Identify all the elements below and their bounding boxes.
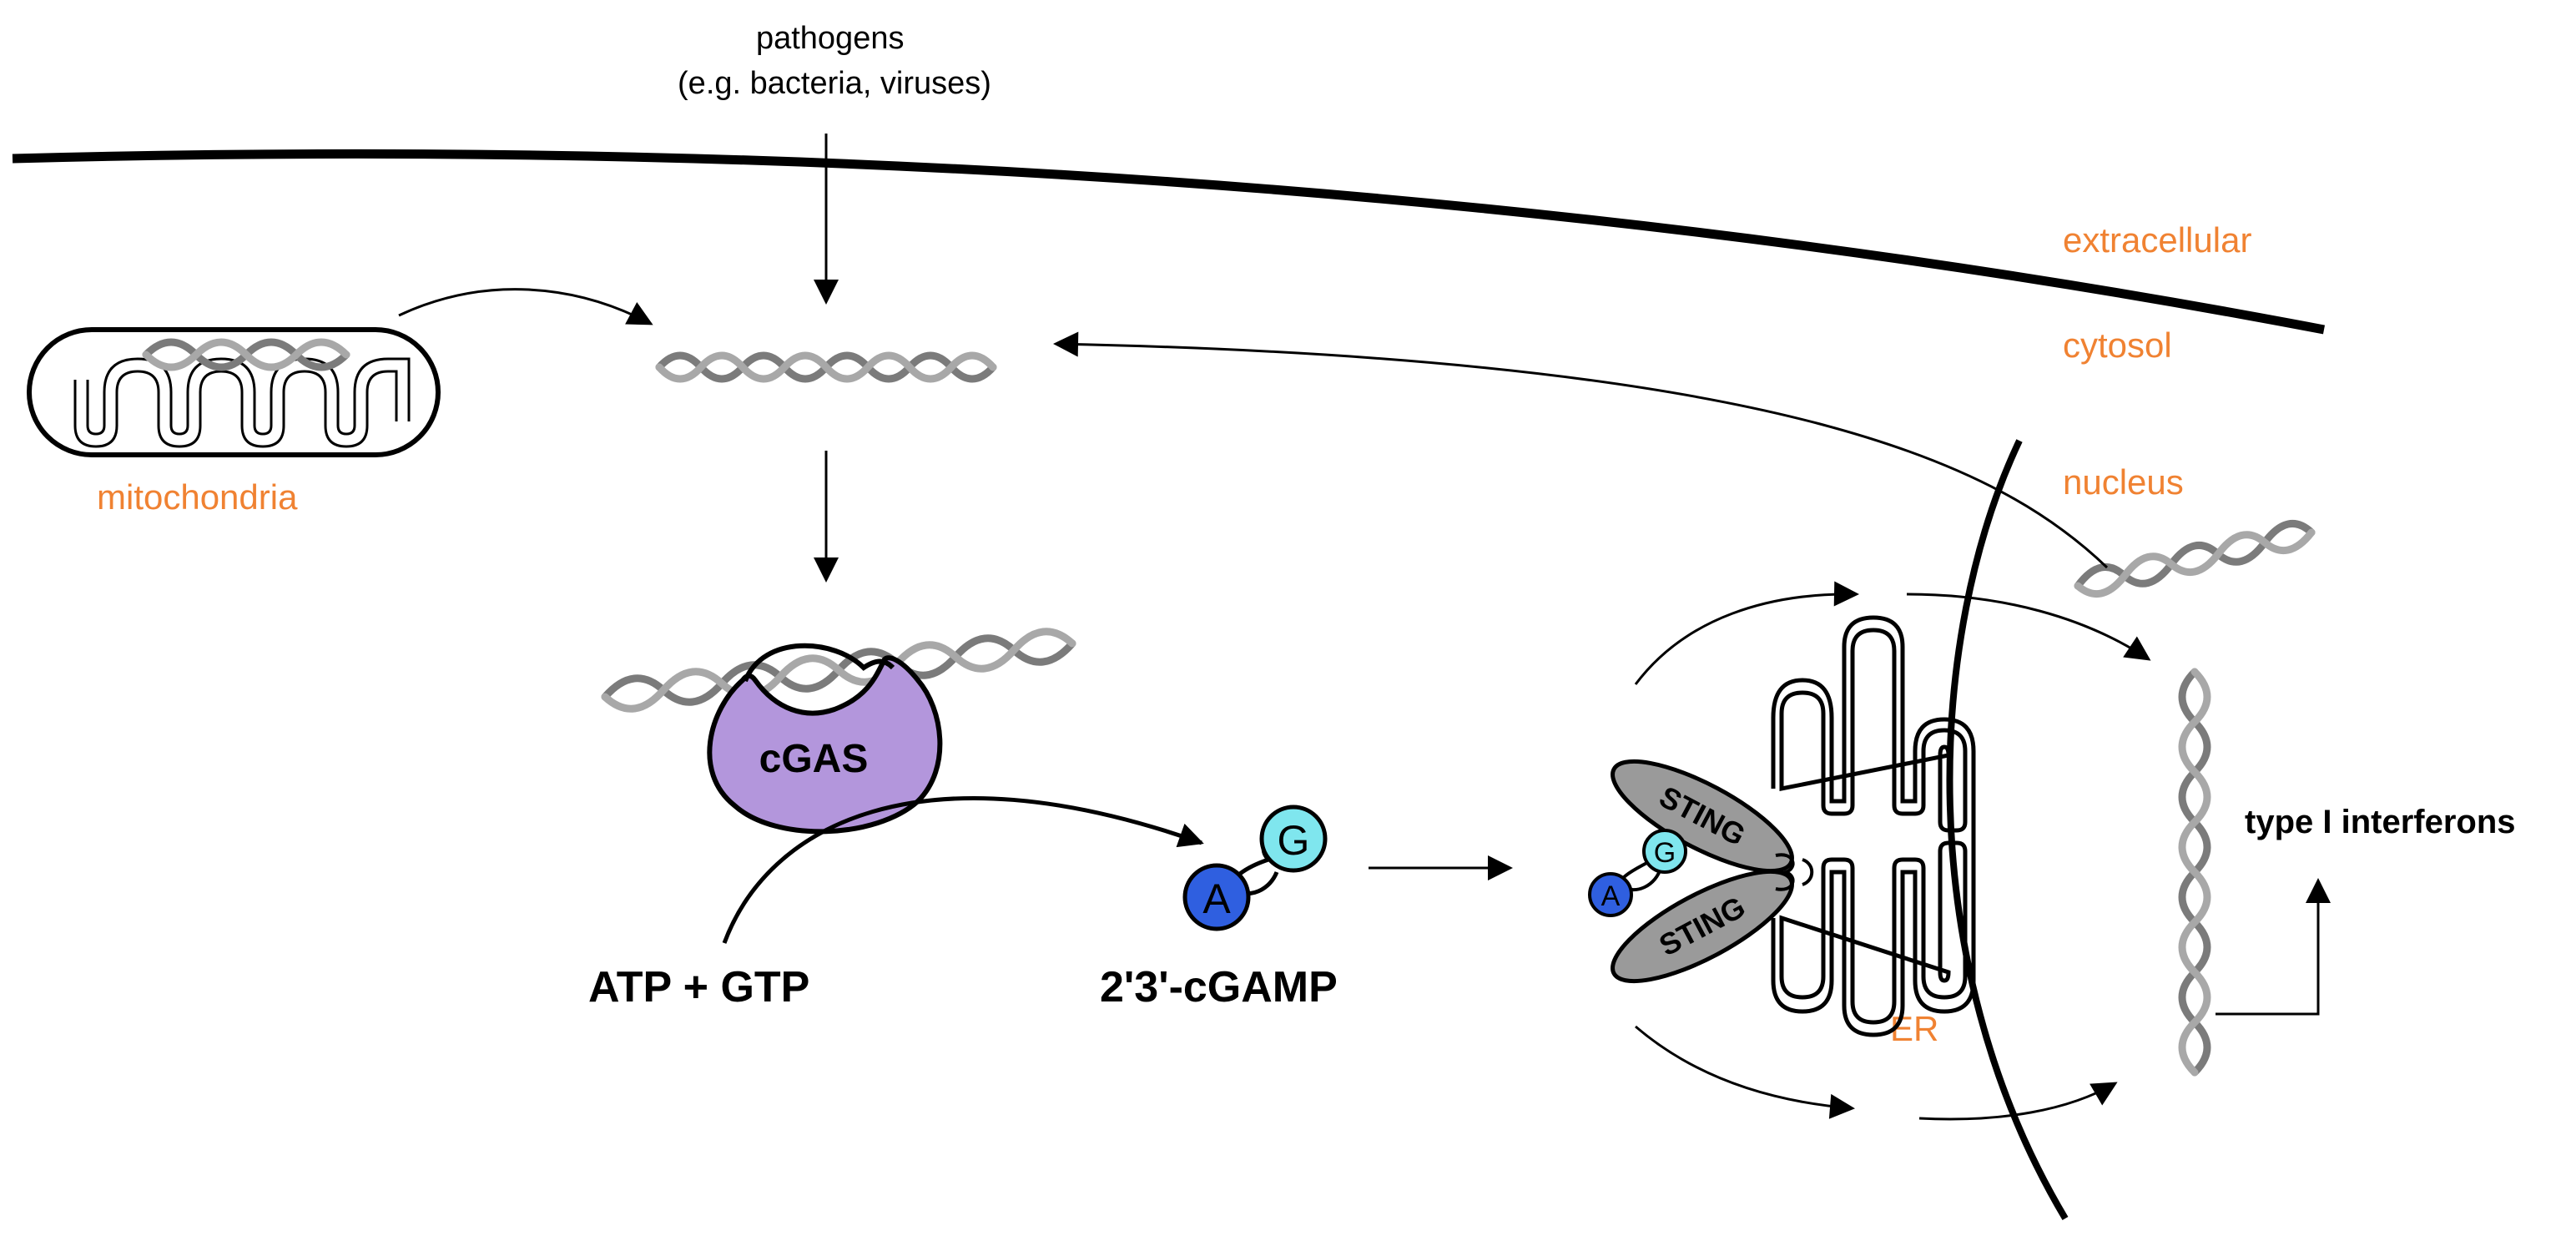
arrow-atp-to-cgamp: [722, 796, 1204, 944]
cgamp-label: 2'3'-cGAMP: [1100, 963, 1338, 1011]
bound-guanine-circle: [1642, 829, 1687, 874]
nuclear-dna-fragment: [2074, 520, 2316, 598]
cgas-label: cGAS: [759, 737, 869, 781]
arrow-to-interferons: [2216, 878, 2331, 1016]
plasma-membrane: [12, 149, 2326, 335]
nucleus-label: nucleus: [2063, 462, 2184, 502]
guanine-circle: [1259, 805, 1328, 873]
er-label: ER: [1890, 1009, 1938, 1048]
bound-adenine-label: A: [1601, 880, 1621, 912]
cgamp-molecule: A G: [1182, 805, 1328, 931]
bound-adenine-circle: [1588, 872, 1633, 917]
nuclear-envelope: [1946, 439, 2069, 1221]
mitochondria-label: mitochondria: [97, 477, 298, 517]
arrow-mito-to-dna: [398, 288, 653, 325]
cytosolic-dna: [655, 351, 997, 383]
extracellular-label: extracellular: [2063, 220, 2251, 260]
interferons-label: type I interferons: [2245, 804, 2516, 840]
cgas-bound-dna: [601, 628, 1076, 713]
sting-lower: [1611, 869, 1794, 984]
cytosol-label: cytosol: [2063, 325, 2172, 365]
arrow-er-down-to-nucleus: [1918, 1082, 2118, 1121]
adenine-circle: [1182, 863, 1251, 931]
atp-gtp-label: ATP + GTP: [588, 963, 809, 1011]
arrow-er-up-to-nucleus: [1906, 593, 2151, 661]
mitochondrial-dna: [142, 338, 350, 371]
arrow-nucleus-to-dna: [1053, 331, 2109, 569]
guanine-label: G: [1278, 817, 1310, 864]
arrow-sting-down-to-er: [1635, 1025, 1855, 1119]
cgas-enzyme: [707, 655, 943, 835]
adenine-label: A: [1202, 875, 1231, 922]
cgas-top-outline: [743, 643, 895, 683]
sting-upper: [1611, 759, 1794, 874]
interferon-gene-dna: [2178, 668, 2211, 1077]
pathogens-label: pathogens (e.g. bacteria, viruses): [678, 21, 991, 101]
arrow-sting-up-to-er: [1634, 581, 1859, 685]
bound-cgamp: A G: [1588, 829, 1687, 917]
bound-guanine-label: G: [1654, 837, 1676, 869]
endoplasmic-reticulum: [1779, 628, 1968, 1025]
er-outline: [1771, 615, 1976, 1037]
